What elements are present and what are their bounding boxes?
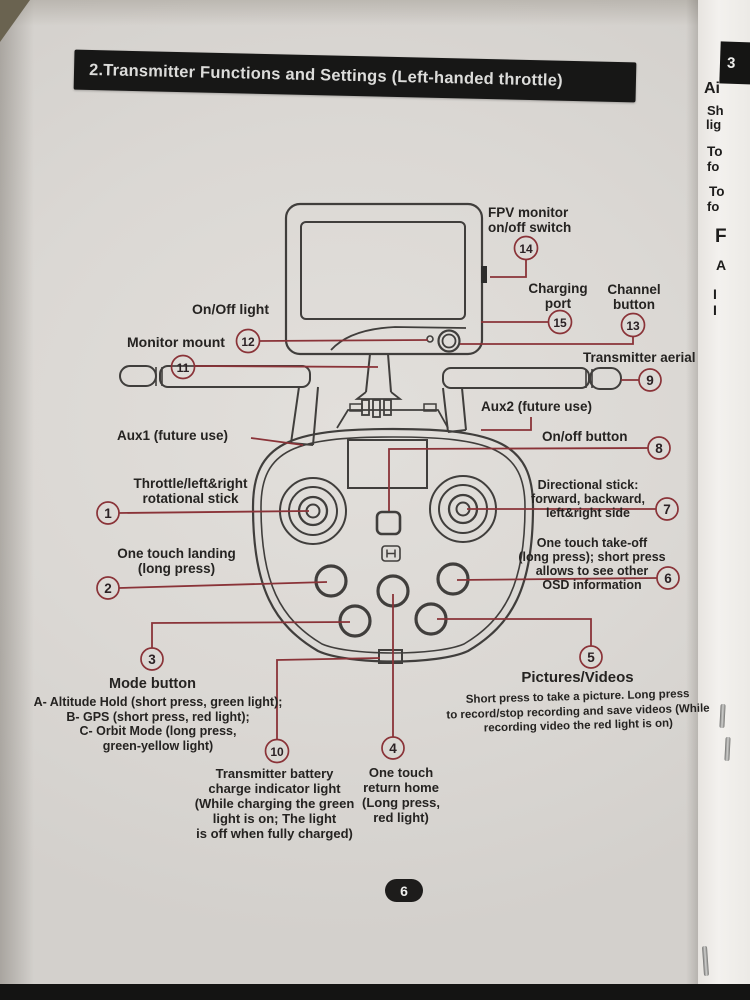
- label-mode-button-title: Mode button: [109, 676, 196, 692]
- label-aux2: Aux2 (future use): [481, 399, 593, 414]
- svg-text:14: 14: [519, 242, 533, 256]
- label-mode-button-desc: A- Altitude Hold (short press, green lig…: [33, 695, 283, 753]
- facing-text-fragment: To: [709, 184, 725, 199]
- charge-indicator-light: [378, 649, 403, 664]
- svg-text:6: 6: [664, 571, 672, 586]
- monitor-mount-stand: [336, 353, 449, 429]
- label-pictures-desc: Short press to take a picture. Long pres…: [446, 688, 710, 735]
- facing-text-fragment: Ai: [704, 80, 720, 97]
- callout-5: 5: [579, 645, 603, 669]
- callout-lines: [118, 259, 658, 740]
- label-directional-stick: Directional stick: forward, backward, le…: [531, 478, 645, 520]
- label-aux1: Aux1 (future use): [117, 428, 229, 443]
- svg-text:5: 5: [587, 650, 595, 665]
- left-edge-shadow: [0, 0, 34, 1000]
- label-monitor-mount: Monitor mount: [127, 334, 225, 350]
- svg-text:15: 15: [553, 316, 567, 330]
- callout-14: 14: [513, 235, 539, 261]
- callout-3: 3: [140, 647, 164, 671]
- callout-7: 7: [655, 497, 679, 521]
- page-number-badge: 6: [385, 879, 423, 902]
- fpv-monitor: [284, 202, 487, 356]
- facing-section-number: 3: [726, 54, 736, 72]
- facing-section-number-box: 3: [719, 41, 750, 85]
- page-fold-shadow: [686, 0, 700, 1000]
- facing-text-fragment: fo: [707, 199, 720, 214]
- right-antenna: [442, 367, 622, 433]
- callout-2: 2: [96, 576, 120, 600]
- label-onoff-button: On/off button: [542, 429, 628, 444]
- body-display: [347, 439, 428, 489]
- facing-text-fragment: F: [715, 226, 727, 247]
- mode-button: [338, 604, 372, 638]
- callout-10: 10: [264, 738, 290, 764]
- label-fpv-switch: FPV monitor on/off switch: [488, 205, 572, 235]
- svg-text:8: 8: [655, 441, 663, 456]
- svg-text:11: 11: [177, 361, 190, 375]
- takeoff-button: [436, 562, 470, 596]
- monitor-onoff-light-dot: [426, 335, 434, 343]
- facing-text-fragment: To: [707, 144, 723, 159]
- facing-text-fragment: fo: [707, 159, 720, 174]
- svg-text:7: 7: [663, 502, 671, 517]
- page-number: 6: [400, 882, 408, 899]
- channel-button-knob: [437, 329, 461, 353]
- svg-text:2: 2: [104, 581, 112, 596]
- callout-6: 6: [656, 566, 680, 590]
- label-charging-port: Charging port: [528, 281, 588, 311]
- label-throttle-stick: Throttle/left&right rotational stick: [133, 476, 248, 506]
- callout-4: 4: [381, 736, 405, 760]
- callout-9: 9: [638, 368, 662, 392]
- callout-11: 11: [170, 354, 196, 380]
- facing-text-fragment: Sh: [707, 103, 724, 118]
- facing-text-fragment: I: [713, 302, 717, 318]
- facing-page-edge: [698, 0, 750, 1000]
- label-one-touch-landing: One touch landing (long press): [117, 546, 236, 576]
- top-edge-shadow: [0, 0, 750, 26]
- svg-text:3: 3: [148, 652, 156, 667]
- svg-text:10: 10: [270, 745, 284, 759]
- landing-button: [314, 564, 348, 598]
- svg-text:1: 1: [104, 506, 112, 521]
- label-return-home: One touch return home (Long press, red l…: [361, 765, 440, 825]
- photo-bottom-edge: [0, 984, 750, 1000]
- label-transmitter-aerial: Transmitter aerial: [583, 350, 696, 365]
- svg-text:9: 9: [646, 373, 654, 388]
- onoff-button: [375, 510, 402, 536]
- label-one-touch-takeoff: One touch take-off (long press); short p…: [518, 536, 666, 592]
- callout-13: 13: [620, 312, 646, 338]
- callout-15: 15: [547, 309, 573, 335]
- callout-1: 1: [96, 501, 120, 525]
- label-onoff-light: On/Off light: [192, 301, 269, 317]
- label-pictures-title: Pictures/Videos: [521, 669, 634, 686]
- facing-text-fragment: lig: [706, 117, 722, 132]
- facing-text-fragment: I: [713, 286, 717, 302]
- callout-8: 8: [647, 436, 671, 460]
- svg-text:4: 4: [389, 741, 397, 756]
- facing-text-fragment: A: [716, 257, 727, 273]
- fpv-switch-nub: [481, 266, 487, 283]
- label-battery-light: Transmitter battery charge indicator lig…: [194, 766, 355, 841]
- battery-indicator-icon: [381, 545, 401, 562]
- svg-text:13: 13: [626, 319, 640, 333]
- callout-numbers: 1 2 3 4 5 6 7 8 9 10 11 12 13 14 15: [96, 235, 680, 764]
- callout-12: 12: [235, 328, 261, 354]
- svg-text:12: 12: [241, 335, 255, 349]
- label-channel-button: Channel button: [607, 282, 661, 312]
